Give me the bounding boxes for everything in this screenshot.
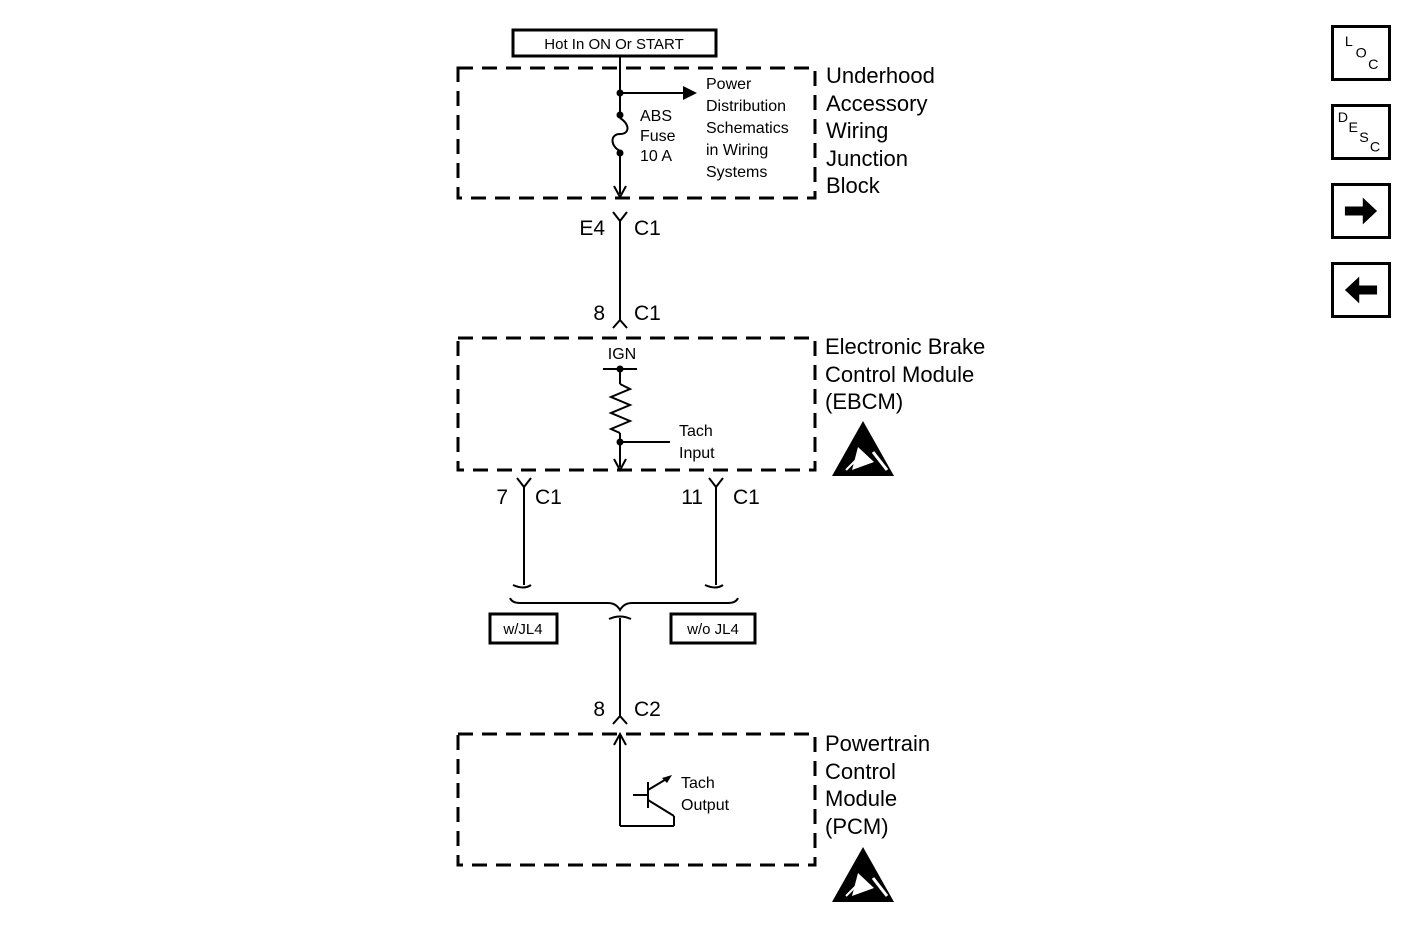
connector-ebcm-out-left-pin: 7 — [496, 486, 508, 509]
loc-icon: L O C — [1345, 34, 1379, 73]
fuse-label-2: Fuse — [640, 128, 676, 145]
connector-ebcm-in-pin: 8 — [593, 302, 605, 325]
branch-arrow-icon — [683, 86, 697, 100]
lower-wire-start — [608, 615, 632, 620]
ref-label-5: Systems — [706, 164, 767, 181]
underhood-name-5: Block — [826, 173, 881, 198]
ebcm-name-2: Control Module — [825, 362, 974, 387]
desc-icon: D E S C — [1338, 110, 1380, 156]
arrow-right-icon — [1344, 197, 1378, 225]
desc-letter-s: S — [1359, 130, 1369, 146]
fuse-label-1: ABS — [640, 108, 672, 125]
connector-pcm-pin: 8 — [593, 698, 605, 721]
pcm-name-3: Module — [825, 786, 897, 811]
ebcm-outline — [456, 336, 817, 472]
connector-ebcm-out-left-symbol — [516, 477, 532, 489]
supply-label: Hot In ON Or START — [544, 36, 683, 53]
loc-letter-l: L — [1345, 34, 1353, 50]
option-right-box — [669, 612, 757, 645]
desc-letter-d: D — [1338, 110, 1348, 126]
loc-button[interactable]: L O C — [1331, 25, 1391, 81]
connector-pcm-symbol — [612, 714, 628, 725]
pcm-name-1: Powertrain — [825, 731, 930, 756]
ebcm-tach-1: Tach — [679, 423, 713, 440]
ebcm-name-3: (EBCM) — [825, 389, 903, 414]
underhood-block-outline — [456, 66, 817, 200]
ref-label-1: Power — [706, 76, 752, 93]
next-button[interactable] — [1331, 183, 1391, 239]
ebcm-tach-2: Input — [679, 445, 715, 462]
esd-warning-icon — [832, 847, 894, 902]
connector-e4-conn: C1 — [634, 217, 661, 240]
right-wire-end — [704, 584, 724, 589]
connector-pcm-conn: C2 — [634, 698, 661, 721]
option-left-label: w/JL4 — [502, 621, 542, 638]
desc-letter-c: C — [1370, 140, 1380, 156]
terminal-arrow-icon — [613, 185, 627, 200]
fuse-terminal-bottom — [616, 149, 624, 157]
connector-ebcm-out-right-pin: 11 — [681, 486, 703, 509]
connector-e4-pin: E4 — [579, 217, 605, 240]
underhood-name-1: Underhood — [826, 63, 935, 88]
pcm-name-4: (PCM) — [825, 814, 889, 839]
pcm-name-2: Control — [825, 759, 896, 784]
ebcm-name-1: Electronic Brake — [825, 334, 985, 359]
underhood-name-4: Junction — [826, 146, 908, 171]
fuse-icon — [611, 117, 629, 152]
esd-warning-icon — [832, 421, 894, 476]
fuse-label-3: 10 A — [640, 148, 672, 165]
connector-ebcm-in-conn: C1 — [634, 302, 661, 325]
connector-e4-symbol — [612, 211, 628, 223]
transistor-icon — [633, 775, 675, 826]
fuse-terminal-top — [616, 111, 624, 119]
option-brace — [509, 597, 739, 613]
pcm-outline — [456, 732, 817, 867]
connector-ebcm-in-symbol — [612, 318, 628, 329]
connector-ebcm-out-right-symbol — [708, 477, 724, 489]
supply-box — [511, 28, 718, 58]
connector-ebcm-out-right-conn: C1 — [733, 486, 760, 509]
underhood-name-2: Accessory — [826, 91, 927, 116]
ref-label-4: in Wiring — [706, 142, 768, 159]
ref-label-2: Distribution — [706, 98, 786, 115]
pcm-tach-1: Tach — [681, 775, 715, 792]
resistor-icon — [608, 383, 633, 434]
prev-button[interactable] — [1331, 262, 1391, 318]
desc-letter-e: E — [1349, 120, 1359, 136]
desc-button[interactable]: D E S C — [1331, 104, 1391, 160]
left-wire-end — [512, 584, 532, 589]
loc-letter-c: C — [1368, 57, 1378, 73]
ebcm-terminal-arrow-icon — [613, 458, 627, 473]
connector-ebcm-out-left-conn: C1 — [535, 486, 562, 509]
loc-letter-o: O — [1356, 45, 1367, 61]
ebcm-ign-label: IGN — [608, 346, 636, 363]
option-right-label: w/o JL4 — [686, 621, 739, 638]
option-left-box — [488, 612, 559, 645]
ref-label-3: Schematics — [706, 120, 789, 137]
pcm-tach-2: Output — [681, 797, 730, 814]
underhood-name-3: Wiring — [826, 118, 888, 143]
arrow-left-icon — [1344, 276, 1378, 304]
